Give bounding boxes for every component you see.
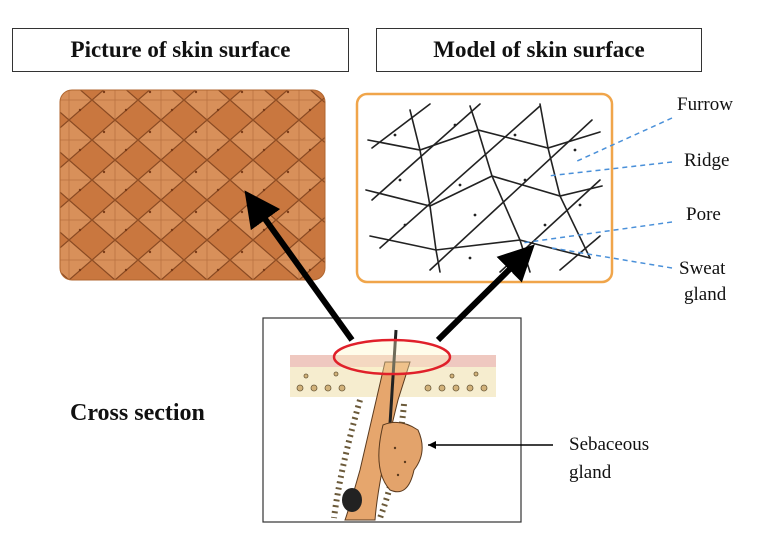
skin-surface-model xyxy=(355,92,614,284)
cross-section-label: Cross section xyxy=(70,400,205,426)
skin-surface-photo xyxy=(60,90,325,280)
model-title: Model of skin surface xyxy=(376,28,702,72)
sweat-gland-label-line2: gland xyxy=(684,284,727,305)
furrow-label: Furrow xyxy=(677,94,733,115)
cross-section-illustration xyxy=(262,317,522,523)
pore-label: Pore xyxy=(686,204,721,225)
arrow-to-model xyxy=(435,244,535,343)
sebaceous-label-line2: gland xyxy=(569,462,612,483)
leader-lines xyxy=(521,117,673,269)
picture-title: Picture of skin surface xyxy=(12,28,349,72)
arrow-to-photo xyxy=(244,190,355,342)
sebaceous-label-line1: Sebaceous xyxy=(569,434,650,455)
sweat-gland-label-line1: Sweat xyxy=(679,258,726,279)
pore-highlight-ellipse xyxy=(332,338,452,376)
ridge-label: Ridge xyxy=(684,150,730,171)
